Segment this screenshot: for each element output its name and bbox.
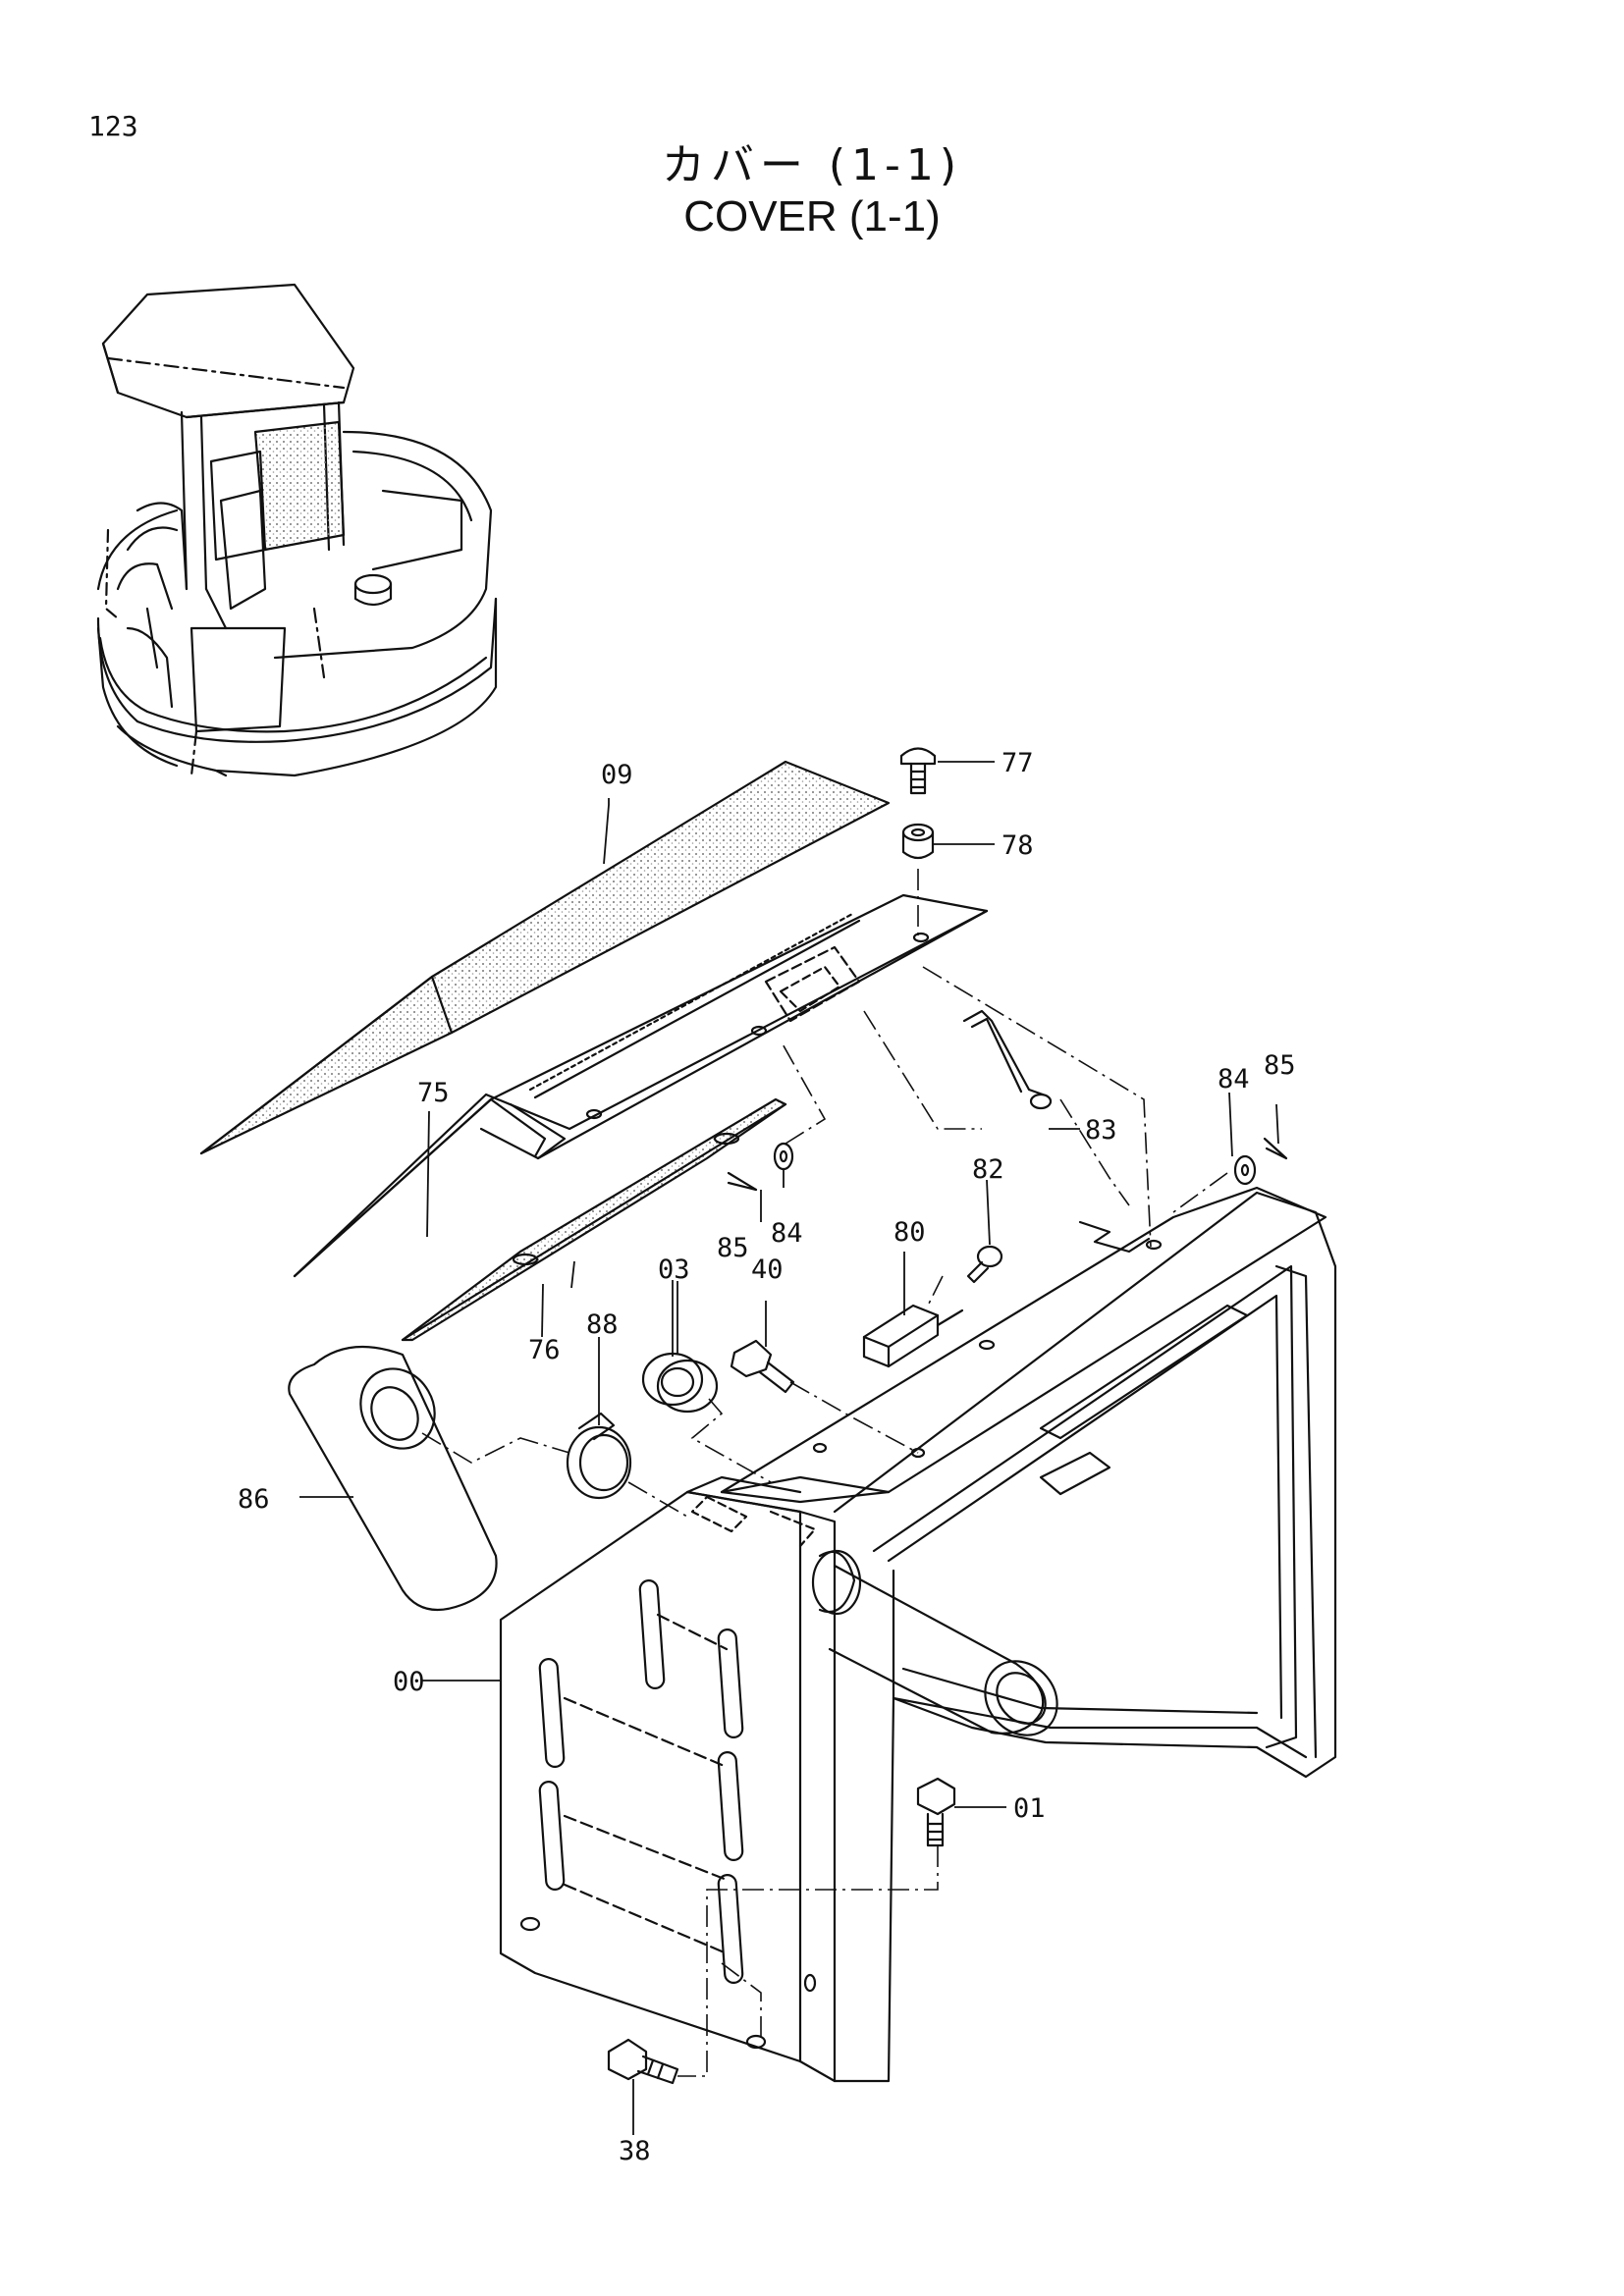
callout-75: 75 bbox=[417, 1078, 450, 1108]
part-83-rod bbox=[962, 1009, 1053, 1110]
callout-86: 86 bbox=[238, 1484, 270, 1515]
part-76-seal-strip bbox=[401, 1097, 787, 1342]
part-03-grommet bbox=[641, 1352, 719, 1414]
part-86-hose bbox=[288, 1345, 498, 1612]
part-09-foam-strip bbox=[199, 760, 891, 1155]
callout-82: 82 bbox=[972, 1154, 1004, 1185]
callout-85-right: 85 bbox=[1264, 1050, 1296, 1081]
callout-84-left: 84 bbox=[771, 1218, 803, 1249]
part-75-top-plate bbox=[293, 893, 989, 1278]
callout-01: 01 bbox=[1013, 1793, 1046, 1824]
callout-83: 83 bbox=[1085, 1115, 1117, 1146]
callout-85-left: 85 bbox=[717, 1233, 749, 1263]
part-84-washer-left bbox=[773, 1142, 794, 1171]
page-title-japanese: カバー (1-1) bbox=[661, 140, 963, 190]
part-40-bolt bbox=[730, 1339, 795, 1394]
callout-00: 00 bbox=[393, 1667, 425, 1697]
part-77-bolt bbox=[899, 747, 937, 795]
part-78-collar bbox=[901, 823, 935, 860]
part-82-screw bbox=[966, 1245, 1003, 1284]
callout-03: 03 bbox=[658, 1255, 690, 1285]
callout-78: 78 bbox=[1001, 830, 1034, 861]
part-85-pin-right bbox=[1263, 1137, 1288, 1160]
part-80-switch bbox=[862, 1304, 964, 1368]
excavator-locator-illustration bbox=[96, 283, 498, 777]
callout-88: 88 bbox=[586, 1309, 619, 1340]
callout-84-right: 84 bbox=[1218, 1064, 1250, 1095]
callout-77: 77 bbox=[1001, 748, 1034, 778]
part-00-cover-frame bbox=[499, 1186, 1337, 2083]
page-title-english: COVER (1-1) bbox=[683, 192, 941, 240]
part-01-bolt bbox=[916, 1777, 956, 1847]
part-84-washer-right bbox=[1233, 1154, 1257, 1186]
callout-40: 40 bbox=[751, 1255, 784, 1285]
callout-09: 09 bbox=[601, 760, 633, 790]
callout-76: 76 bbox=[528, 1335, 561, 1365]
part-88-hose-clamp bbox=[566, 1412, 632, 1500]
part-85-pin-left bbox=[727, 1171, 758, 1192]
part-38-bolt bbox=[607, 2038, 679, 2085]
part-callouts: 09 77 78 75 85 84 83 82 80 03 40 88 76 8… bbox=[238, 748, 1296, 2166]
callout-80: 80 bbox=[893, 1217, 926, 1248]
callout-38: 38 bbox=[619, 2136, 651, 2166]
page-number: 123 bbox=[88, 110, 138, 142]
